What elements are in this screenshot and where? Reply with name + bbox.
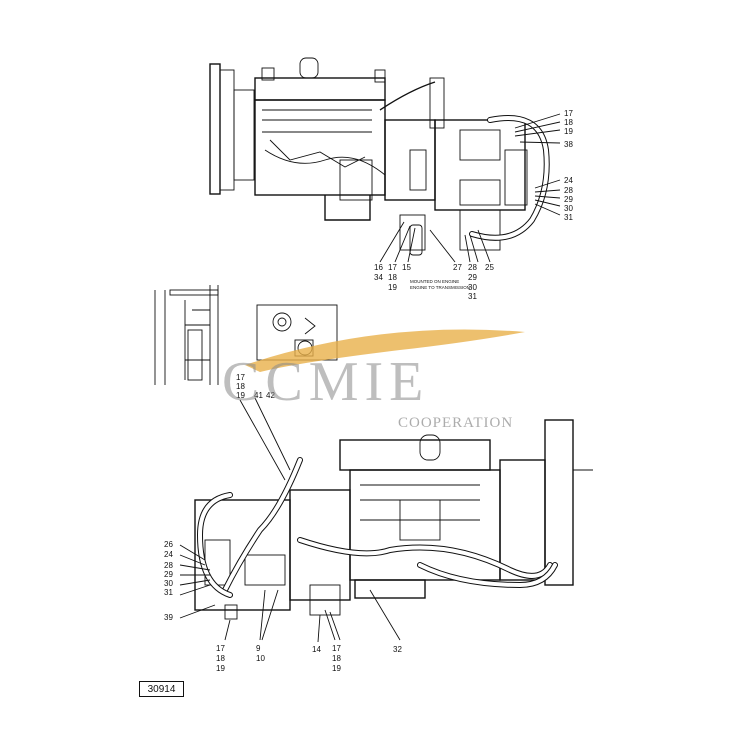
- leaders-left: [179, 544, 216, 619]
- leaders-top-right: [514, 113, 561, 144]
- timing-case-bottom: [499, 459, 546, 581]
- watermark-sub-text: COOPERATION: [398, 415, 513, 431]
- filter-under-bottom: [309, 584, 341, 616]
- pulley-block: [233, 89, 255, 181]
- callout-19-top: 19: [564, 127, 573, 136]
- housing-plate: [409, 149, 427, 191]
- callout-18-bottom-b: 18: [216, 654, 225, 663]
- breather-bottom: [419, 434, 441, 461]
- callout-10-bottom: 10: [256, 654, 265, 663]
- callout-18-top: 18: [564, 118, 573, 127]
- callout-32-bottom: 32: [393, 645, 402, 654]
- callout-42-bottom: 42: [266, 391, 275, 400]
- callout-24-top: 24: [564, 176, 573, 185]
- output-flange: [504, 149, 528, 206]
- callout-31-top: 31: [564, 213, 573, 222]
- figure-number: 30914: [139, 681, 184, 697]
- callout-41-bottom: 41: [254, 391, 263, 400]
- callout-17-top: 17: [564, 109, 573, 118]
- rocker-cover-bottom: [339, 439, 491, 471]
- air-intake: [429, 77, 445, 129]
- filter-element: [409, 224, 423, 256]
- fuel-pump-bottom: [399, 499, 441, 541]
- control-block-bottom: [244, 554, 286, 586]
- callout-27-top: 27: [453, 263, 462, 272]
- bottom-engine-view: [179, 397, 593, 643]
- callout-18-bottom: 18: [236, 382, 245, 391]
- callout-14-bottom: 14: [312, 645, 321, 654]
- callout-29-top-b: 29: [468, 273, 477, 282]
- oil-pan: [324, 195, 371, 221]
- transmission-case: [434, 119, 526, 211]
- callout-17-bottom: 17: [236, 373, 245, 382]
- filter-bracket: [399, 214, 426, 251]
- fan-hub: [219, 69, 235, 191]
- filter-head-circle: [272, 312, 292, 332]
- callout-24-bottom: 24: [164, 550, 173, 559]
- detail-inset-left: [154, 285, 219, 385]
- callout-28-bottom: 28: [164, 561, 173, 570]
- leaders-right-mid: [534, 179, 561, 216]
- mounting-note-1: MOUNTED ON ENGINE: [410, 279, 459, 284]
- callout-18-bottom-c: 18: [332, 654, 341, 663]
- fan-shroud: [209, 63, 221, 195]
- engine-block-bottom: [349, 469, 501, 581]
- transmission-top: [459, 129, 501, 161]
- breather: [299, 57, 319, 79]
- engine-block: [254, 99, 386, 196]
- leaders-upper-left: [239, 397, 291, 481]
- callout-17-top-b: 17: [388, 263, 397, 272]
- callout-28-top: 28: [564, 186, 573, 195]
- mounting-note-2: ENGINE TO TRANSMISSION: [410, 285, 470, 290]
- callout-19-bottom-c: 19: [332, 664, 341, 673]
- callout-29-bottom: 29: [164, 570, 173, 579]
- callout-34-top: 34: [374, 273, 383, 282]
- turbo-pipe: [379, 81, 436, 111]
- callout-38-top: 38: [564, 140, 573, 149]
- callout-31-top-b: 31: [468, 292, 477, 301]
- callout-19-bottom-b: 19: [216, 664, 225, 673]
- harness: [269, 139, 366, 168]
- control-valve: [459, 179, 501, 206]
- callout-19-top-b: 19: [388, 283, 397, 292]
- callout-30-top: 30: [564, 204, 573, 213]
- leaders-lower: [224, 589, 401, 643]
- drain-plug-bottom: [224, 604, 238, 620]
- callout-19-bottom: 19: [236, 391, 245, 400]
- rocker-cover: [254, 77, 386, 101]
- callout-16-top: 16: [374, 263, 383, 272]
- leaders-bottom: [379, 221, 491, 263]
- callout-30-bottom: 30: [164, 579, 173, 588]
- callout-28-top-b: 28: [468, 263, 477, 272]
- callout-17-bottom-c: 17: [332, 644, 341, 653]
- callout-26-bottom: 26: [164, 540, 173, 549]
- cooler-hose: [469, 115, 550, 241]
- lifting-eye-rear: [374, 69, 386, 83]
- lifting-eye: [261, 67, 275, 81]
- callout-29-top: 29: [564, 195, 573, 204]
- oil-filter: [339, 159, 373, 201]
- harness-2: [264, 149, 386, 176]
- watermark-swoosh: [245, 329, 525, 372]
- watermark: CCMIE COOPERATION: [222, 329, 525, 431]
- callout-30-top-b: 30: [468, 283, 477, 292]
- top-engine-view: [209, 57, 561, 263]
- callout-31-bottom: 31: [164, 588, 173, 597]
- callout-17-bottom-b: 17: [216, 644, 225, 653]
- callout-15-top: 15: [402, 263, 411, 272]
- transmission-bottom: [459, 209, 501, 251]
- fan-shroud-bottom: [544, 419, 574, 586]
- callout-39-bottom: 39: [164, 613, 173, 622]
- cooler-hose-inner: [470, 116, 549, 240]
- callout-18-top-b: 18: [388, 273, 397, 282]
- oil-pan-bottom: [354, 579, 426, 599]
- callout-25-top: 25: [485, 263, 494, 272]
- watermark-main-text: CCMIE: [222, 351, 429, 413]
- block-ribs: [262, 109, 372, 133]
- callout-9-bottom: 9: [256, 644, 261, 653]
